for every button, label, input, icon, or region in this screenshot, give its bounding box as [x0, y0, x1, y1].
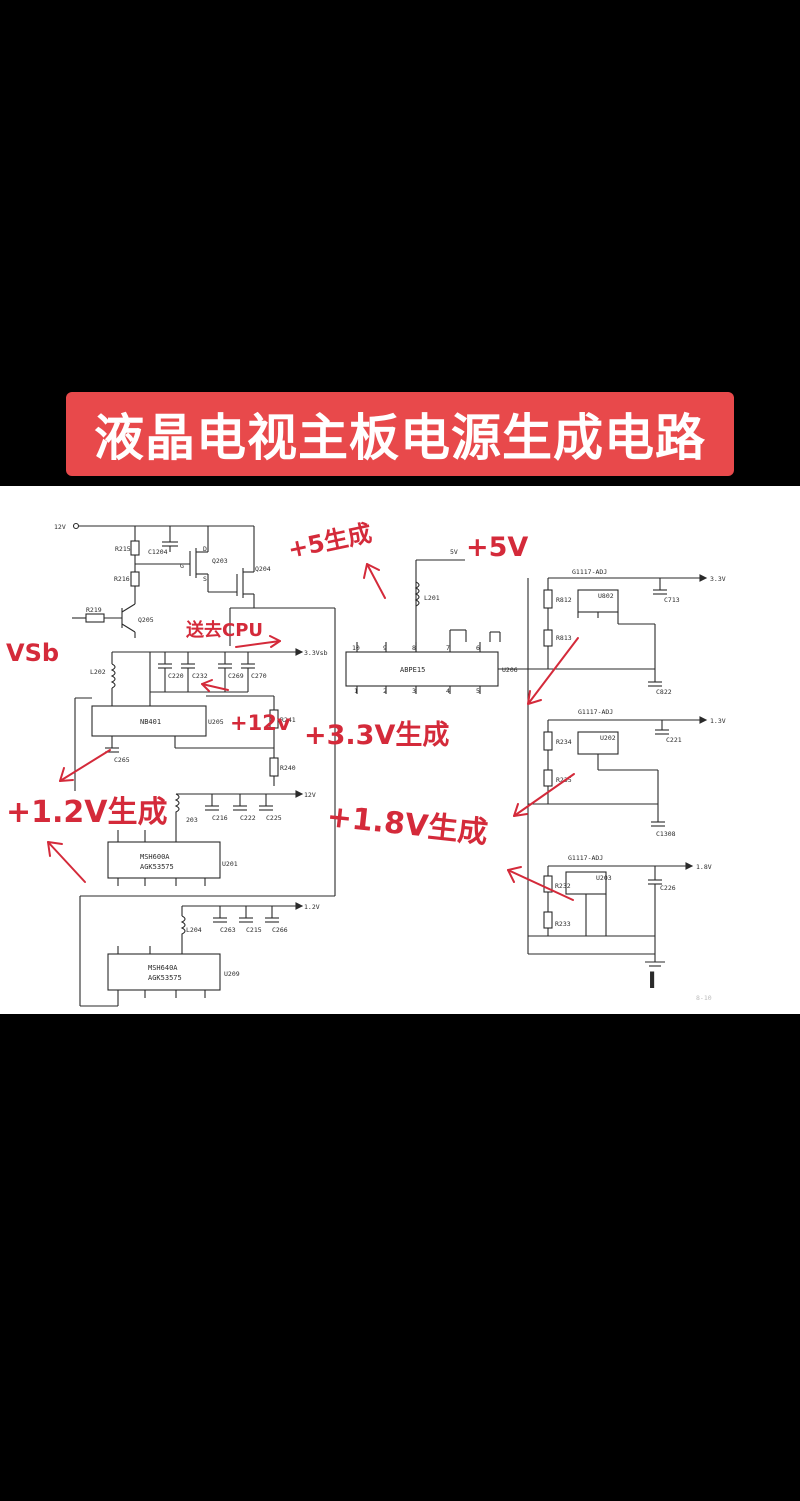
label-l202: L202 [90, 668, 106, 676]
label-r812: R812 [556, 596, 572, 604]
chip-msh600a-sub: AGK53575 [140, 863, 174, 871]
label-1v8: 1.8V [696, 863, 712, 871]
schematic-svg: 12V R215 C1204 R216 Q203 Q204 G D S R219… [6, 519, 726, 1007]
page-title: 液晶电视主板电源生成电路 [94, 409, 706, 467]
chip-u802: U802 [598, 592, 614, 600]
label-c266: C266 [272, 926, 288, 934]
label-c225: C225 [266, 814, 282, 822]
chip-g1117-2: G1117-ADJ [578, 708, 613, 716]
pin-5: 5 [476, 687, 480, 695]
label-c220: C220 [168, 672, 184, 680]
label-q205: Q205 [138, 616, 154, 624]
label-3v3vsb: 3.3Vsb [304, 649, 328, 657]
label-1v3: 1.3V [710, 717, 726, 725]
pin-g: G [180, 562, 184, 570]
annotation-ground-mark: I [648, 969, 656, 994]
annotation-vsb: VSb [6, 639, 59, 667]
chip-g1117-1: G1117-ADJ [572, 568, 607, 576]
label-c215: C215 [246, 926, 262, 934]
label-c216: C216 [212, 814, 228, 822]
label-q204: Q204 [255, 565, 271, 573]
label-c265: C265 [114, 756, 130, 764]
annotation-gen-1v8: +1.8V生成 [325, 799, 489, 851]
pin-6: 6 [476, 644, 480, 652]
label-c713: C713 [664, 596, 680, 604]
label-3v3: 3.3V [710, 575, 726, 583]
pin-s: S [203, 575, 207, 583]
pin-8: 8 [412, 644, 416, 652]
annotation-send-cpu: 送去CPU [185, 619, 263, 641]
chip-g1117-3: G1117-ADJ [568, 854, 603, 862]
pin-10: 10 [352, 644, 360, 652]
chip-msh600a: MSH600A [140, 853, 170, 861]
pin-1: 1 [354, 687, 358, 695]
chip-u206: U206 [502, 666, 518, 674]
annotation-gen-5v: +5生成 [285, 519, 374, 564]
label-r234: R234 [556, 738, 572, 746]
chip-u202: U202 [600, 734, 616, 742]
chip-msh640a-sub: AGK53575 [148, 974, 182, 982]
label-c221: C221 [666, 736, 682, 744]
pin-3: 3 [412, 687, 416, 695]
page-number: 8-10 [696, 994, 712, 1002]
label-12v-in: 12V [54, 523, 66, 531]
chip-u205: U205 [208, 718, 224, 726]
label-1v2: 1.2V [304, 903, 320, 911]
label-r216: R216 [114, 575, 130, 583]
label-r813: R813 [556, 634, 572, 642]
pin-9: 9 [383, 644, 387, 652]
label-12v-out: 12V [304, 791, 316, 799]
label-r241: R241 [280, 716, 296, 724]
chip-u209: U209 [224, 970, 240, 978]
label-r215: R215 [115, 545, 131, 553]
annotation-plus5v: +5V [466, 532, 528, 563]
title-banner: 液晶电视主板电源生成电路 [66, 392, 734, 476]
chip-abpe15: ABPE15 [400, 666, 425, 674]
label-c1308: C1308 [656, 830, 676, 838]
pin-4: 4 [446, 687, 450, 695]
label-r219: R219 [86, 606, 102, 614]
pin-2: 2 [383, 687, 387, 695]
annotation-plus12v: +12v [230, 711, 291, 735]
label-c822: C822 [656, 688, 672, 696]
label-l201: L201 [424, 594, 440, 602]
chip-u203: U203 [596, 874, 612, 882]
label-r232: R232 [555, 882, 571, 890]
label-c232: C232 [192, 672, 208, 680]
pin-d: D [203, 545, 207, 553]
label-c263: C263 [220, 926, 236, 934]
circuit-schematic: 12V R215 C1204 R216 Q203 Q204 G D S R219… [0, 486, 800, 1014]
annotation-gen-3v3: +3.3V生成 [304, 720, 449, 751]
label-c269: C269 [228, 672, 244, 680]
label-r240: R240 [280, 764, 296, 772]
label-c1204: C1204 [148, 548, 168, 556]
label-q203: Q203 [212, 557, 228, 565]
pin-7: 7 [446, 644, 450, 652]
label-c270: C270 [251, 672, 267, 680]
label-c226: C226 [660, 884, 676, 892]
chip-u201: U201 [222, 860, 238, 868]
label-5v: 5V [450, 548, 458, 556]
chip-msh640a: MSH640A [148, 964, 178, 972]
label-r233: R233 [555, 920, 571, 928]
label-l204: L204 [186, 926, 202, 934]
label-c222: C222 [240, 814, 256, 822]
label-l203: 203 [186, 816, 198, 824]
chip-nb401: NB401 [140, 718, 161, 726]
annotation-gen-1v2: +1.2V生成 [6, 795, 168, 830]
